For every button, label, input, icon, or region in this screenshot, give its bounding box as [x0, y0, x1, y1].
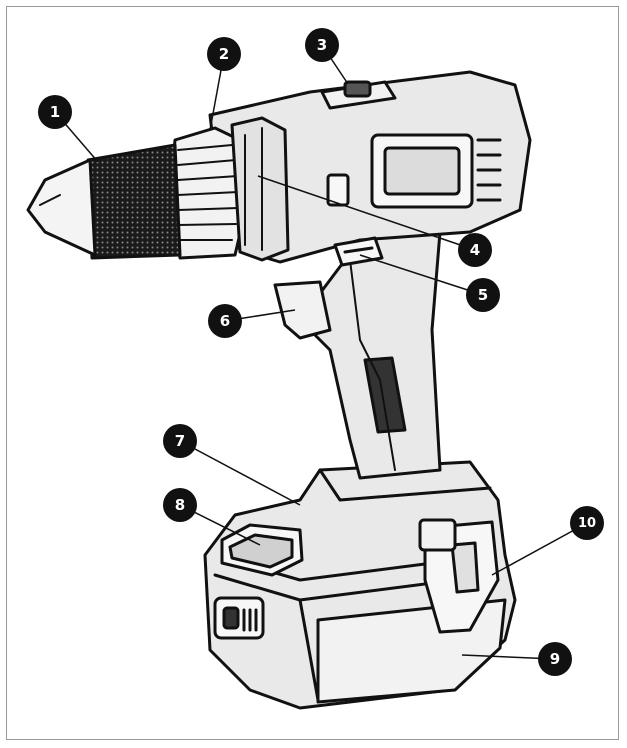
gear-selector — [320, 80, 397, 110]
belt-clip — [418, 518, 500, 634]
handle — [298, 230, 442, 480]
callout-5: 5 — [466, 278, 500, 312]
callout-7: 7 — [163, 424, 197, 458]
leader-10 — [491, 522, 588, 576]
callout-3: 3 — [305, 28, 339, 62]
callout-4: 4 — [458, 233, 492, 267]
leader-4 — [257, 175, 476, 251]
leader-5 — [359, 254, 484, 296]
callout-10: 10 — [570, 506, 604, 540]
callout-6: 6 — [208, 304, 242, 338]
battery-release-button — [220, 523, 304, 577]
leader-lines — [54, 44, 588, 660]
battery-charge-indicator — [213, 596, 265, 640]
callout-8: 8 — [163, 488, 197, 522]
callout-2: 2 — [207, 37, 241, 71]
keyless-chuck — [26, 143, 182, 260]
callout-1: 1 — [38, 95, 72, 129]
trigger — [273, 280, 332, 340]
diagram-frame — [6, 6, 619, 740]
motor-housing — [208, 70, 532, 264]
callout-9: 9 — [538, 642, 572, 676]
leader-7 — [179, 440, 301, 506]
mode-selector-ring — [230, 116, 290, 262]
